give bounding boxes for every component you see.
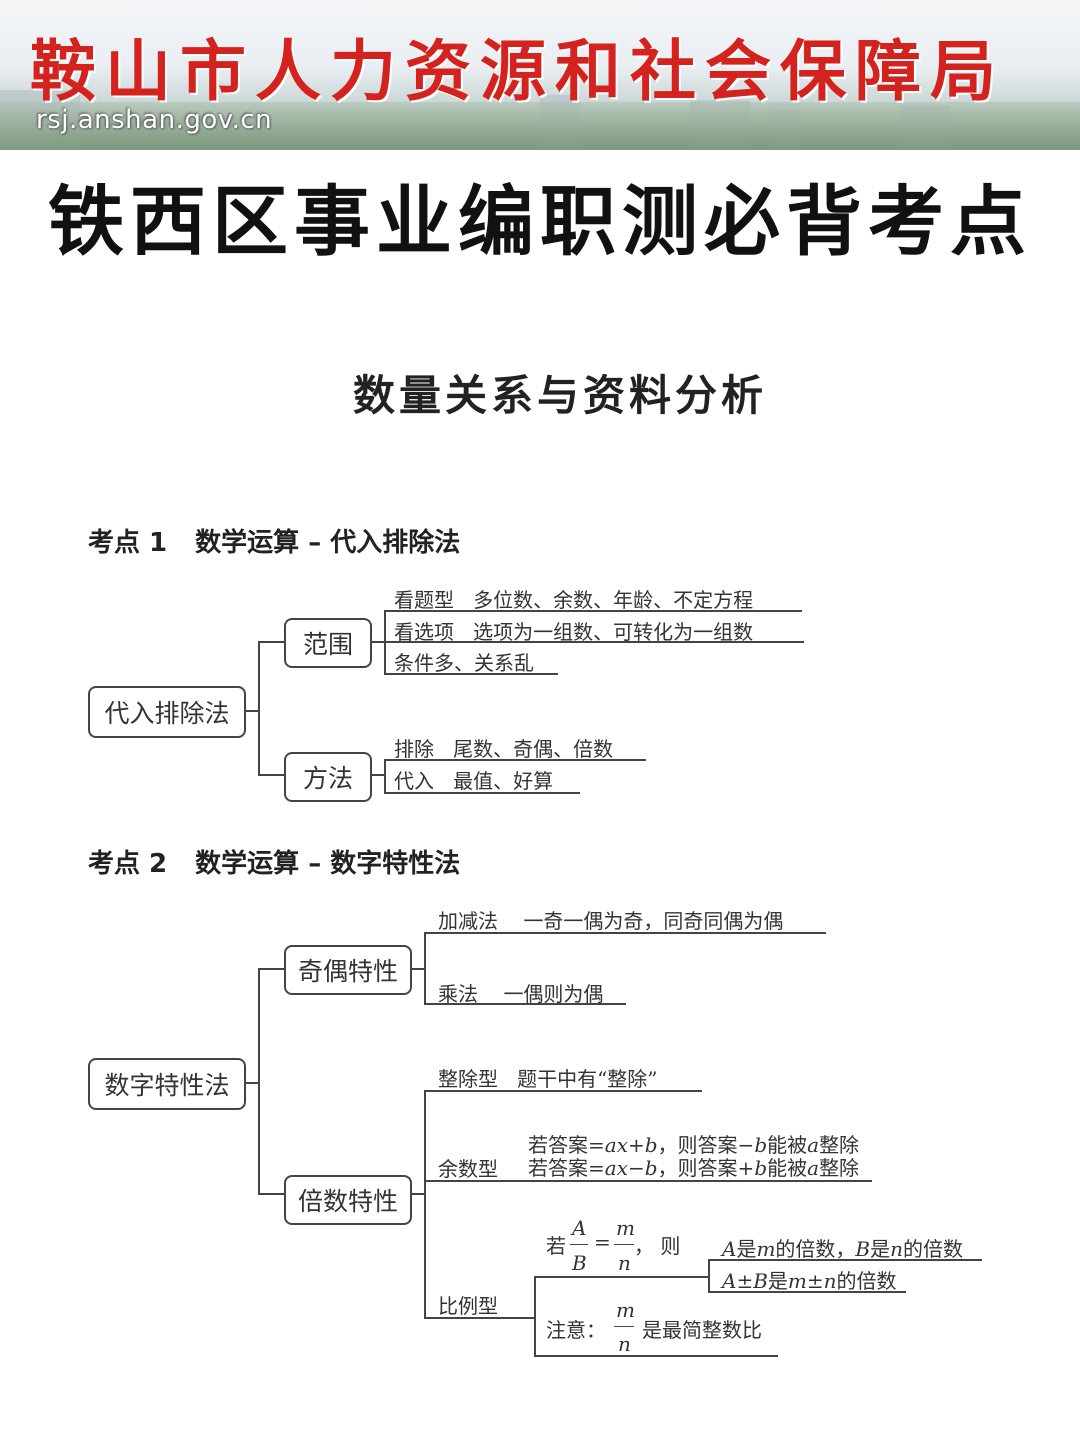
ratio-frac2-num: m	[616, 1216, 635, 1240]
root-node-substitution: 代入排除法	[88, 686, 246, 738]
connector	[258, 641, 260, 775]
section-number: 考点 1	[88, 528, 168, 558]
ratio-note-label: 注意：	[546, 1318, 606, 1342]
leaf-underline	[384, 641, 804, 643]
leaf-underline	[424, 1180, 872, 1182]
section-title: 数学运算 – 代入排除法	[195, 528, 461, 558]
ratio-result-1: A是m的倍数，B是n的倍数	[722, 1237, 964, 1261]
leaf-underline	[384, 759, 646, 761]
leaf-underline	[384, 673, 558, 675]
connector	[708, 1259, 710, 1292]
leaf-underline	[384, 610, 802, 612]
ratio-frac-num: A	[572, 1216, 587, 1240]
connector	[244, 1082, 260, 1084]
connector	[410, 1193, 426, 1195]
connector	[258, 641, 284, 643]
section-number: 考点 2	[88, 849, 168, 879]
connector	[384, 759, 386, 793]
page-subtitle: 数量关系与资料分析	[352, 371, 767, 420]
node-parity: 奇偶特性	[284, 945, 412, 995]
leaf-item: 代入 最值、好算	[394, 769, 554, 793]
ratio-result-2: A±B是m±n的倍数	[722, 1269, 897, 1293]
banner-title: 鞍山市人力资源和社会保障局	[30, 33, 1005, 110]
connector	[534, 1276, 536, 1356]
leaf-item: 看题型 多位数、余数、年龄、不定方程	[394, 588, 754, 612]
connector	[424, 932, 426, 1004]
connector	[370, 641, 386, 643]
ratio-frac2-den: n	[618, 1251, 631, 1275]
node-method: 方法	[284, 752, 372, 802]
root-node-number-property: 数字特性法	[88, 1058, 246, 1110]
connector	[258, 774, 284, 776]
leaf-item: 条件多、关系乱	[394, 651, 534, 675]
leaf-label-ratio: 比例型	[438, 1294, 498, 1318]
leaf-underline	[384, 792, 580, 794]
leaf-underline	[424, 1003, 626, 1005]
leaf-item: 看选项 选项为一组数、可转化为一组数	[394, 620, 754, 644]
ratio-frac-den: B	[572, 1251, 587, 1275]
connector	[370, 774, 386, 776]
ratio-note-num: m	[616, 1298, 635, 1322]
connector	[258, 968, 284, 970]
connector	[244, 710, 260, 712]
ratio-note-den: n	[618, 1332, 631, 1356]
leaf-underline	[534, 1355, 778, 1357]
ratio-eq: =	[594, 1230, 611, 1254]
leaf-item: 整除型 题干中有“整除”	[438, 1067, 658, 1091]
header-banner: 鞍山市人力资源和社会保障局 rsj.anshan.gov.cn	[0, 0, 1080, 150]
leaf-underline	[424, 1090, 702, 1092]
banner-url: rsj.anshan.gov.cn	[36, 105, 273, 135]
node-multiple: 倍数特性	[284, 1175, 412, 1225]
leaf-underline	[708, 1259, 982, 1261]
page-title: 铁西区事业编职测必背考点	[48, 177, 1032, 266]
section-heading-1: 考点 1 数学运算 – 代入排除法	[88, 522, 460, 559]
section-heading-2: 考点 2 数学运算 – 数字特性法	[88, 843, 460, 880]
section-title: 数学运算 – 数字特性法	[195, 849, 461, 879]
leaf-underline	[424, 1317, 534, 1319]
leaf-item: 乘法 一偶则为偶	[438, 982, 604, 1006]
connector	[410, 968, 426, 970]
fraction-bar	[614, 1244, 634, 1245]
connector	[258, 1193, 284, 1195]
connector	[424, 1090, 426, 1318]
leaf-underline	[424, 932, 826, 934]
remainder-rule-1: 若答案=ax+b，则答案−b能被a整除	[528, 1133, 860, 1157]
remainder-rule-2: 若答案=ax−b，则答案+b能被a整除	[528, 1156, 860, 1180]
fraction-bar	[614, 1326, 634, 1327]
ratio-if: 若	[546, 1234, 566, 1258]
leaf-underline	[534, 1276, 708, 1278]
node-range: 范围	[284, 618, 372, 668]
banner-ground	[0, 102, 1080, 150]
ratio-note-text: 是最简整数比	[642, 1318, 762, 1342]
leaf-label-remainder: 余数型	[438, 1157, 498, 1181]
leaf-item: 排除 尾数、奇偶、倍数	[394, 737, 614, 761]
connector	[258, 968, 260, 1194]
fraction-bar	[570, 1244, 588, 1245]
leaf-underline	[708, 1291, 906, 1293]
ratio-then: ， 则	[634, 1234, 681, 1258]
leaf-item: 加减法 一奇一偶为奇，同奇同偶为偶	[438, 909, 784, 933]
